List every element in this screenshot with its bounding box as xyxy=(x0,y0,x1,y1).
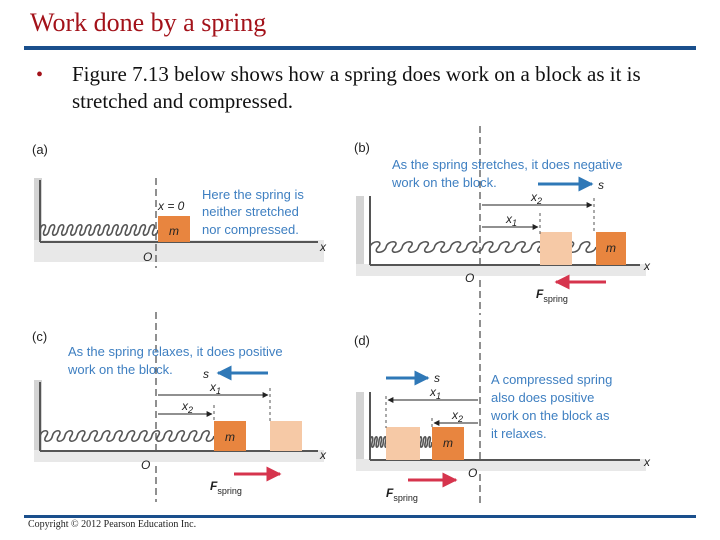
copyright-notice: Copyright © 2012 Pearson Education Inc. xyxy=(28,519,197,530)
panel-a-block xyxy=(158,216,190,242)
panel-b-axis-label: x xyxy=(643,259,651,273)
panel-c-origin-label: O xyxy=(141,458,150,472)
panel-d-caption: A compressed spring also does positive w… xyxy=(490,372,616,441)
panel-c-x1-label: x1 xyxy=(209,380,221,396)
panel-d-floor-shade xyxy=(356,459,646,471)
panel-b-wall xyxy=(356,196,364,276)
panel-c-block xyxy=(214,421,246,451)
panel-b-force-label: Fspring xyxy=(536,287,568,304)
panel-a-floor-shade xyxy=(34,240,324,262)
slide-title: Work done by a spring xyxy=(30,8,267,37)
panel-b-floor-shade xyxy=(356,264,646,276)
panel-d-x2-label: x2 xyxy=(451,408,463,424)
panel-b-block xyxy=(596,232,626,265)
panel-b-x2-label: x2 xyxy=(530,190,542,206)
panel-a-caption: Here the spring is neither stretched nor… xyxy=(202,187,308,237)
panel-c-caption: As the spring relaxes, it does positive … xyxy=(67,344,286,377)
panel-c-spring xyxy=(39,429,215,443)
panel-a-origin-label: O xyxy=(143,250,152,264)
panel-d-ghost-block xyxy=(386,427,420,460)
panel-b-mass-label: m xyxy=(606,241,616,255)
panel-c-axis-label: x xyxy=(319,448,327,462)
panel-d-label: (d) xyxy=(354,333,370,348)
panel-c-floor-shade xyxy=(34,450,324,462)
panel-b-label: (b) xyxy=(354,140,370,155)
panel-c-force-label: Fspring xyxy=(210,479,242,496)
panel-a-spring xyxy=(39,223,159,237)
panel-b-s-label: s xyxy=(598,178,604,192)
panel-c-x2-label: x2 xyxy=(181,399,193,415)
panel-b: (b) x m x2 x1 s Fspring O As the spring … xyxy=(354,126,651,315)
panel-a-axis-label: x xyxy=(319,240,327,254)
panel-a-x-equals-zero: x = 0 xyxy=(157,199,185,213)
panel-c-wall xyxy=(34,380,42,462)
panel-b-caption: As the spring stretches, it does negativ… xyxy=(391,157,626,190)
panel-a: (a) x m x = 0 O Here the spring is neith… xyxy=(32,142,327,268)
panel-d-block xyxy=(432,427,464,460)
panel-d-force-label: Fspring xyxy=(386,486,418,503)
panel-b-x1-label: x1 xyxy=(505,212,517,228)
panel-d: (d) x m x1 x2 s Fspring O A compressed s… xyxy=(354,320,651,505)
panel-c-ghost-block xyxy=(270,421,302,451)
bullet-text: Figure 7.13 below shows how a spring doe… xyxy=(72,62,641,113)
panel-d-x1-label: x1 xyxy=(429,385,441,401)
panel-d-mass-label: m xyxy=(443,436,453,450)
panel-d-s-label: s xyxy=(434,371,440,385)
panel-a-mass-label: m xyxy=(169,224,179,238)
title-divider xyxy=(24,46,696,50)
panel-d-wall xyxy=(356,392,364,471)
panel-c-label: (c) xyxy=(32,329,47,344)
bullet-marker: • xyxy=(36,64,44,86)
panel-c-s-label: s xyxy=(203,367,209,381)
panel-a-label: (a) xyxy=(32,142,48,157)
panel-b-origin-label: O xyxy=(465,271,474,285)
panel-c-mass-label: m xyxy=(225,430,235,444)
panel-d-axis-label: x xyxy=(643,455,651,469)
footer-divider xyxy=(24,515,696,518)
panel-b-ghost-block xyxy=(540,232,572,265)
panel-a-wall xyxy=(34,178,42,262)
panel-d-origin-label: O xyxy=(468,466,477,480)
panel-c: (c) x m x1 x2 s Fspring O As the spring … xyxy=(32,312,327,502)
